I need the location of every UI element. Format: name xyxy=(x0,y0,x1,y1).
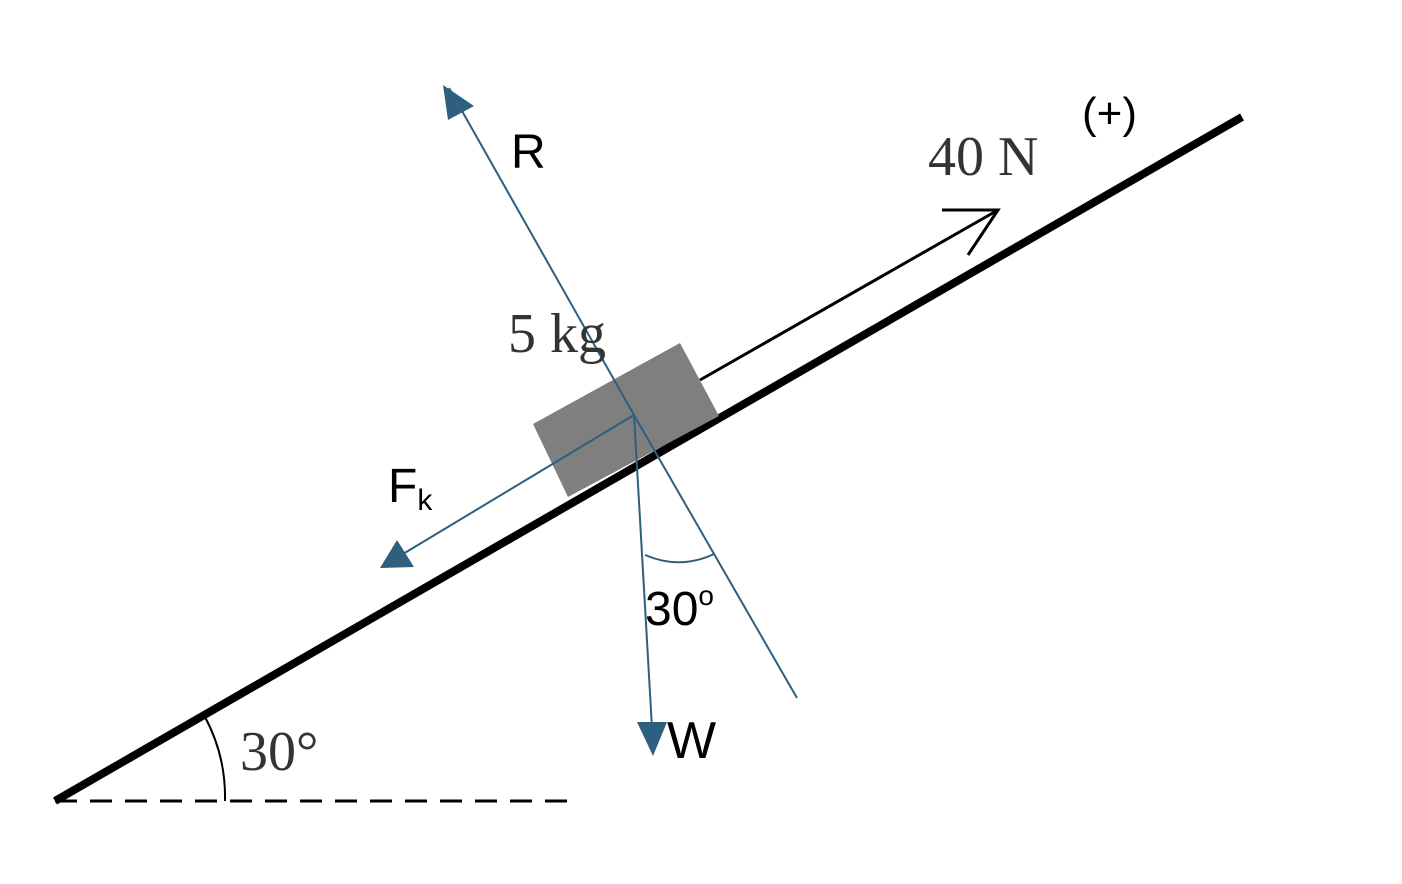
weight-vector xyxy=(633,414,653,729)
mass-label: 5 kg xyxy=(508,303,606,365)
incline-angle-label: 30° xyxy=(240,721,318,783)
perpendicular-reference-line xyxy=(633,414,798,699)
weight-arrowhead xyxy=(637,722,667,756)
applied-force-line xyxy=(699,208,999,382)
friction-subscript: k xyxy=(417,484,433,517)
normal-force-label: R xyxy=(511,126,546,179)
friction-force-label: Fk xyxy=(388,460,433,517)
applied-force-arrowhead xyxy=(942,208,1001,256)
friction-force-arrowhead xyxy=(380,540,414,568)
normal-force-arrowhead xyxy=(443,85,474,120)
weight-angle-value: 30 xyxy=(645,583,698,636)
weight-angle-degree: o xyxy=(698,580,714,611)
incline-surface xyxy=(53,113,1244,805)
weight-angle-label: 30o xyxy=(645,580,714,636)
positive-direction-label: (+) xyxy=(1082,89,1137,138)
friction-force-vector xyxy=(397,414,635,558)
weight-angle-arc xyxy=(644,553,715,564)
normal-force-vector xyxy=(448,87,635,416)
weight-label: W xyxy=(667,712,716,770)
friction-symbol: F xyxy=(388,460,417,513)
incline-angle-arc xyxy=(204,716,227,802)
applied-force-label: 40 N xyxy=(928,126,1038,188)
